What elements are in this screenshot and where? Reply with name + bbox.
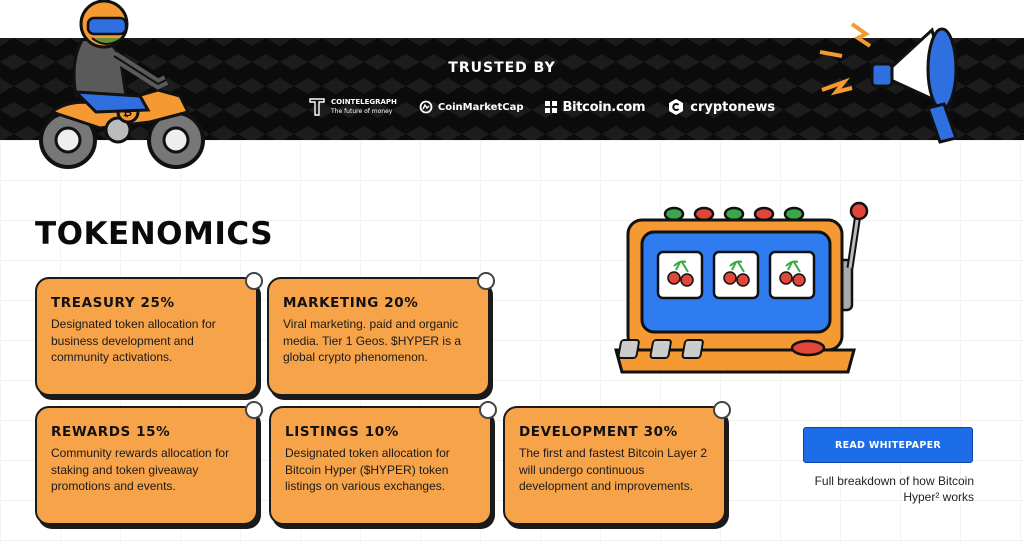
machine-lights xyxy=(663,206,805,222)
cryptonews-logo[interactable]: cryptonews xyxy=(667,98,775,116)
tokenomics-card-treasury: TREASURY 25% Designated token allocation… xyxy=(35,272,263,396)
tokenomics-card-development: DEVELOPMENT 30% The first and fastest Bi… xyxy=(503,401,731,525)
coinmarketcap-logo[interactable]: CoinMarketCap xyxy=(419,100,524,114)
cherry-icon xyxy=(779,260,806,287)
coinmarketcap-name: CoinMarketCap xyxy=(437,101,524,113)
card-description: Viral marketing. paid and organic media.… xyxy=(283,317,462,364)
svg-text:₿: ₿ xyxy=(123,106,132,119)
card-title: TREASURY 25% xyxy=(51,295,175,311)
trusted-by-band xyxy=(0,38,1024,140)
bitcoin-com-name: Bitcoin.com xyxy=(562,99,646,115)
cherry-icon xyxy=(723,260,750,287)
bitcoin-com-icon xyxy=(545,101,558,113)
card-description: Community rewards allocation for staking… xyxy=(51,446,230,493)
slot-machine-illustration xyxy=(612,200,872,382)
card-corner-knob xyxy=(713,401,731,419)
motorcycle-rider-illustration: ₿ xyxy=(30,0,210,178)
cointelegraph-name: COINTELEGRAPH xyxy=(331,98,397,106)
cointelegraph-icon xyxy=(308,97,326,117)
bitcoin-com-logo[interactable]: Bitcoin.com xyxy=(545,99,646,115)
tokenomics-card-rewards: REWARDS 15% Community rewards allocation… xyxy=(35,401,263,525)
card-title: DEVELOPMENT 30% xyxy=(519,424,678,440)
card-corner-knob xyxy=(477,272,495,290)
read-whitepaper-button[interactable]: READ WHITEPAPER xyxy=(803,427,973,463)
cherry-icon xyxy=(667,260,694,287)
page-title: TOKENOMICS xyxy=(35,216,274,252)
card-title: MARKETING 20% xyxy=(283,295,419,311)
cryptonews-icon xyxy=(667,98,685,116)
partner-logos: COINTELEGRAPH The future of money CoinMa… xyxy=(308,92,775,122)
tokenomics-card-marketing: MARKETING 20% Viral marketing. paid and … xyxy=(267,272,495,396)
card-corner-knob xyxy=(245,272,263,290)
cryptonews-name: cryptonews xyxy=(690,99,776,115)
cointelegraph-logo[interactable]: COINTELEGRAPH The future of money xyxy=(308,97,397,117)
card-description: Designated token allocation for business… xyxy=(51,317,216,364)
coinmarketcap-icon xyxy=(419,100,433,114)
card-description: Designated token allocation for Bitcoin … xyxy=(285,446,450,493)
card-title: LISTINGS 10% xyxy=(285,424,399,440)
megaphone-illustration xyxy=(812,12,982,157)
trusted-by-title: TRUSTED BY xyxy=(448,60,556,76)
card-description: The first and fastest Bitcoin Layer 2 wi… xyxy=(519,446,708,493)
tokenomics-card-listings: LISTINGS 10% Designated token allocation… xyxy=(269,401,497,525)
cointelegraph-tagline: The future of money xyxy=(331,108,393,115)
card-title: REWARDS 15% xyxy=(51,424,171,440)
whitepaper-caption: Full breakdown of how Bitcoin Hyper² wor… xyxy=(814,474,974,504)
card-corner-knob xyxy=(479,401,497,419)
card-corner-knob xyxy=(245,401,263,419)
